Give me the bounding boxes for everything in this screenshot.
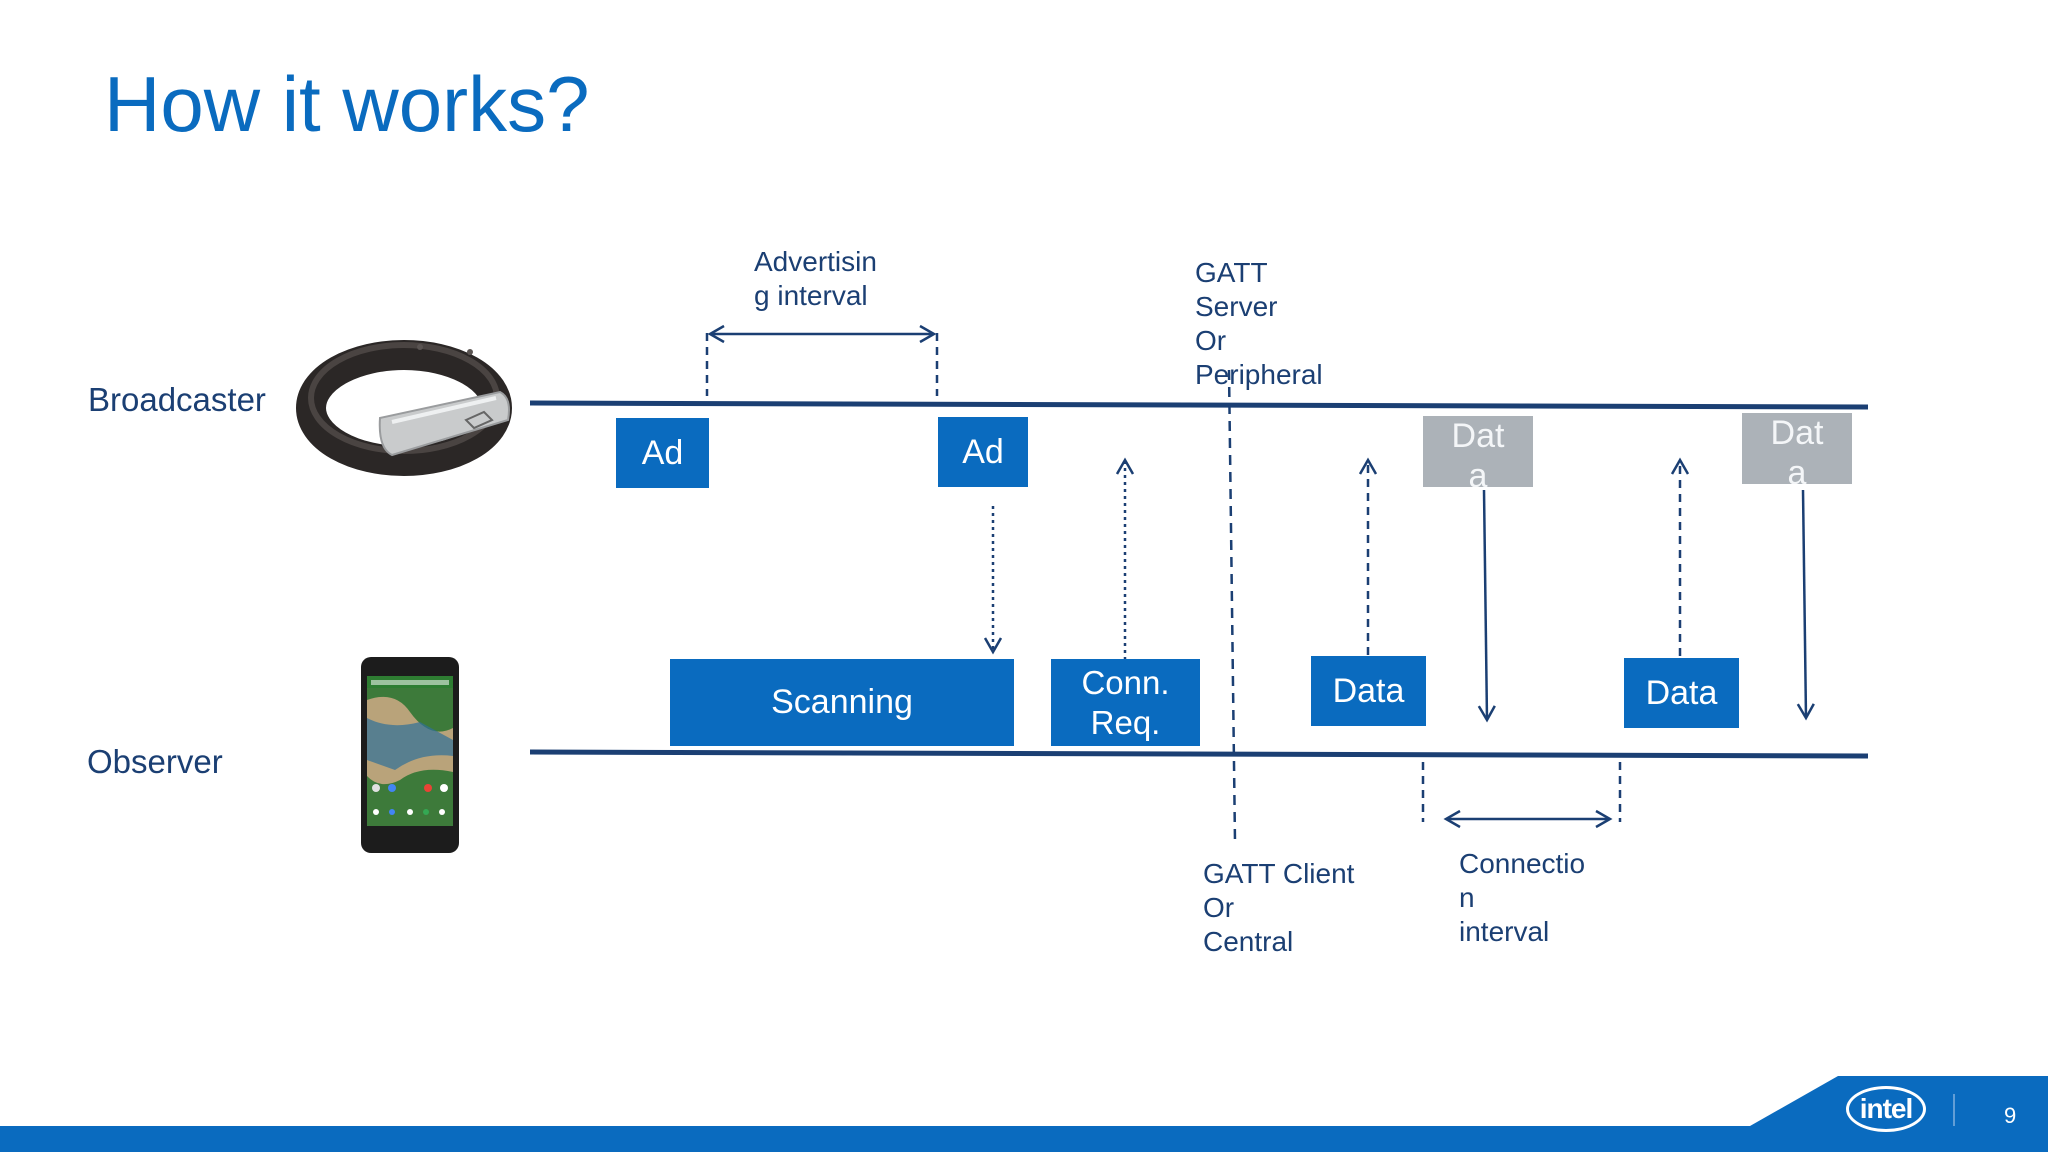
broadcaster-timeline: [529, 400, 1869, 410]
connection-interval-label: Connectio n interval: [1459, 848, 1586, 947]
intel-logo-text: intel: [1859, 1093, 1914, 1124]
gatt-divider-line: [1227, 369, 1237, 843]
observer-label: Observer: [87, 743, 223, 780]
ad-box-2-label: Ad: [962, 432, 1004, 471]
data-down-arrow-1: [1477, 489, 1496, 723]
gatt-client-label: GATT Client Or Central: [1203, 858, 1355, 957]
broadcaster-label: Broadcaster: [88, 381, 266, 418]
ad-box-2: Ad: [938, 417, 1028, 487]
slide-title: How it works?: [104, 60, 590, 148]
data-box-bottom-2: Data: [1624, 658, 1739, 728]
conn-req-box-label: Conn. Req.: [1081, 663, 1170, 741]
page-number: 9: [2004, 1103, 2017, 1128]
gatt-server-label: GATT Server Or Peripheral: [1195, 257, 1323, 390]
data-down-arrow-2: [1796, 489, 1815, 721]
intel-logo: intel: [1846, 1086, 1926, 1132]
ad-box-1: Ad: [616, 418, 709, 488]
data-box-top-2-label: Dat a: [1770, 414, 1824, 484]
data-box-bottom-1-label: Data: [1332, 671, 1405, 710]
observer-timeline: [529, 749, 1869, 759]
smartphone-icon: [361, 657, 459, 853]
scanning-box: Scanning: [670, 659, 1014, 746]
conn-req-box: Conn. Req.: [1051, 659, 1200, 746]
footer-bar: [0, 1126, 2048, 1152]
advertising-interval-label: Advertisin g interval: [754, 246, 877, 311]
ad-box-1-label: Ad: [641, 433, 684, 472]
data-box-bottom-2-label: Data: [1645, 673, 1718, 712]
data-box-top-1: Dat a: [1423, 416, 1533, 487]
data-box-top-2: Dat a: [1742, 413, 1852, 484]
data-box-bottom-1: Data: [1311, 656, 1426, 726]
wristband-icon: [296, 340, 512, 476]
data-box-top-1-label: Dat a: [1451, 417, 1505, 487]
scanning-box-label: Scanning: [771, 683, 913, 721]
